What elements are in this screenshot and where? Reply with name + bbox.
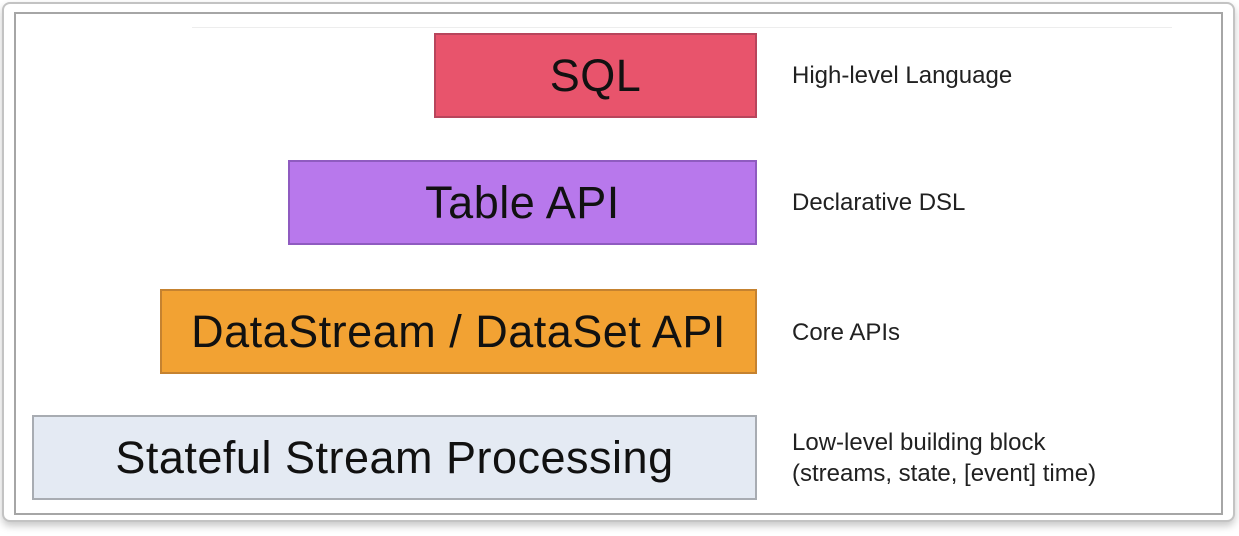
layer-box-sql: SQL [434,33,757,118]
layer-box-table-api: Table API [288,160,757,245]
divider-line [192,27,1172,28]
layer-label-table-api: Table API [425,176,620,228]
layer-label-stateful-stream-processing: Stateful Stream Processing [115,431,674,483]
layer-description-datastream-dataset-api: Core APIs [792,319,901,346]
slide-frame: SQL High-level Language Table API Declar… [2,2,1235,522]
layer-label-sql: SQL [549,49,642,101]
layer-box-stateful-stream-processing: Stateful Stream Processing [32,415,757,500]
layer-description-table-api: Declarative DSL [792,189,966,216]
layer-box-datastream-dataset-api: DataStream / DataSet API [160,289,757,374]
layer-description-stateful-stream-processing: Low-level building block (streams, state… [792,429,1097,487]
api-stack-diagram: SQL High-level Language Table API Declar… [14,12,1223,515]
layer-label-datastream-dataset-api: DataStream / DataSet API [191,305,726,357]
layer-description-sql: High-level Language [792,62,1013,89]
